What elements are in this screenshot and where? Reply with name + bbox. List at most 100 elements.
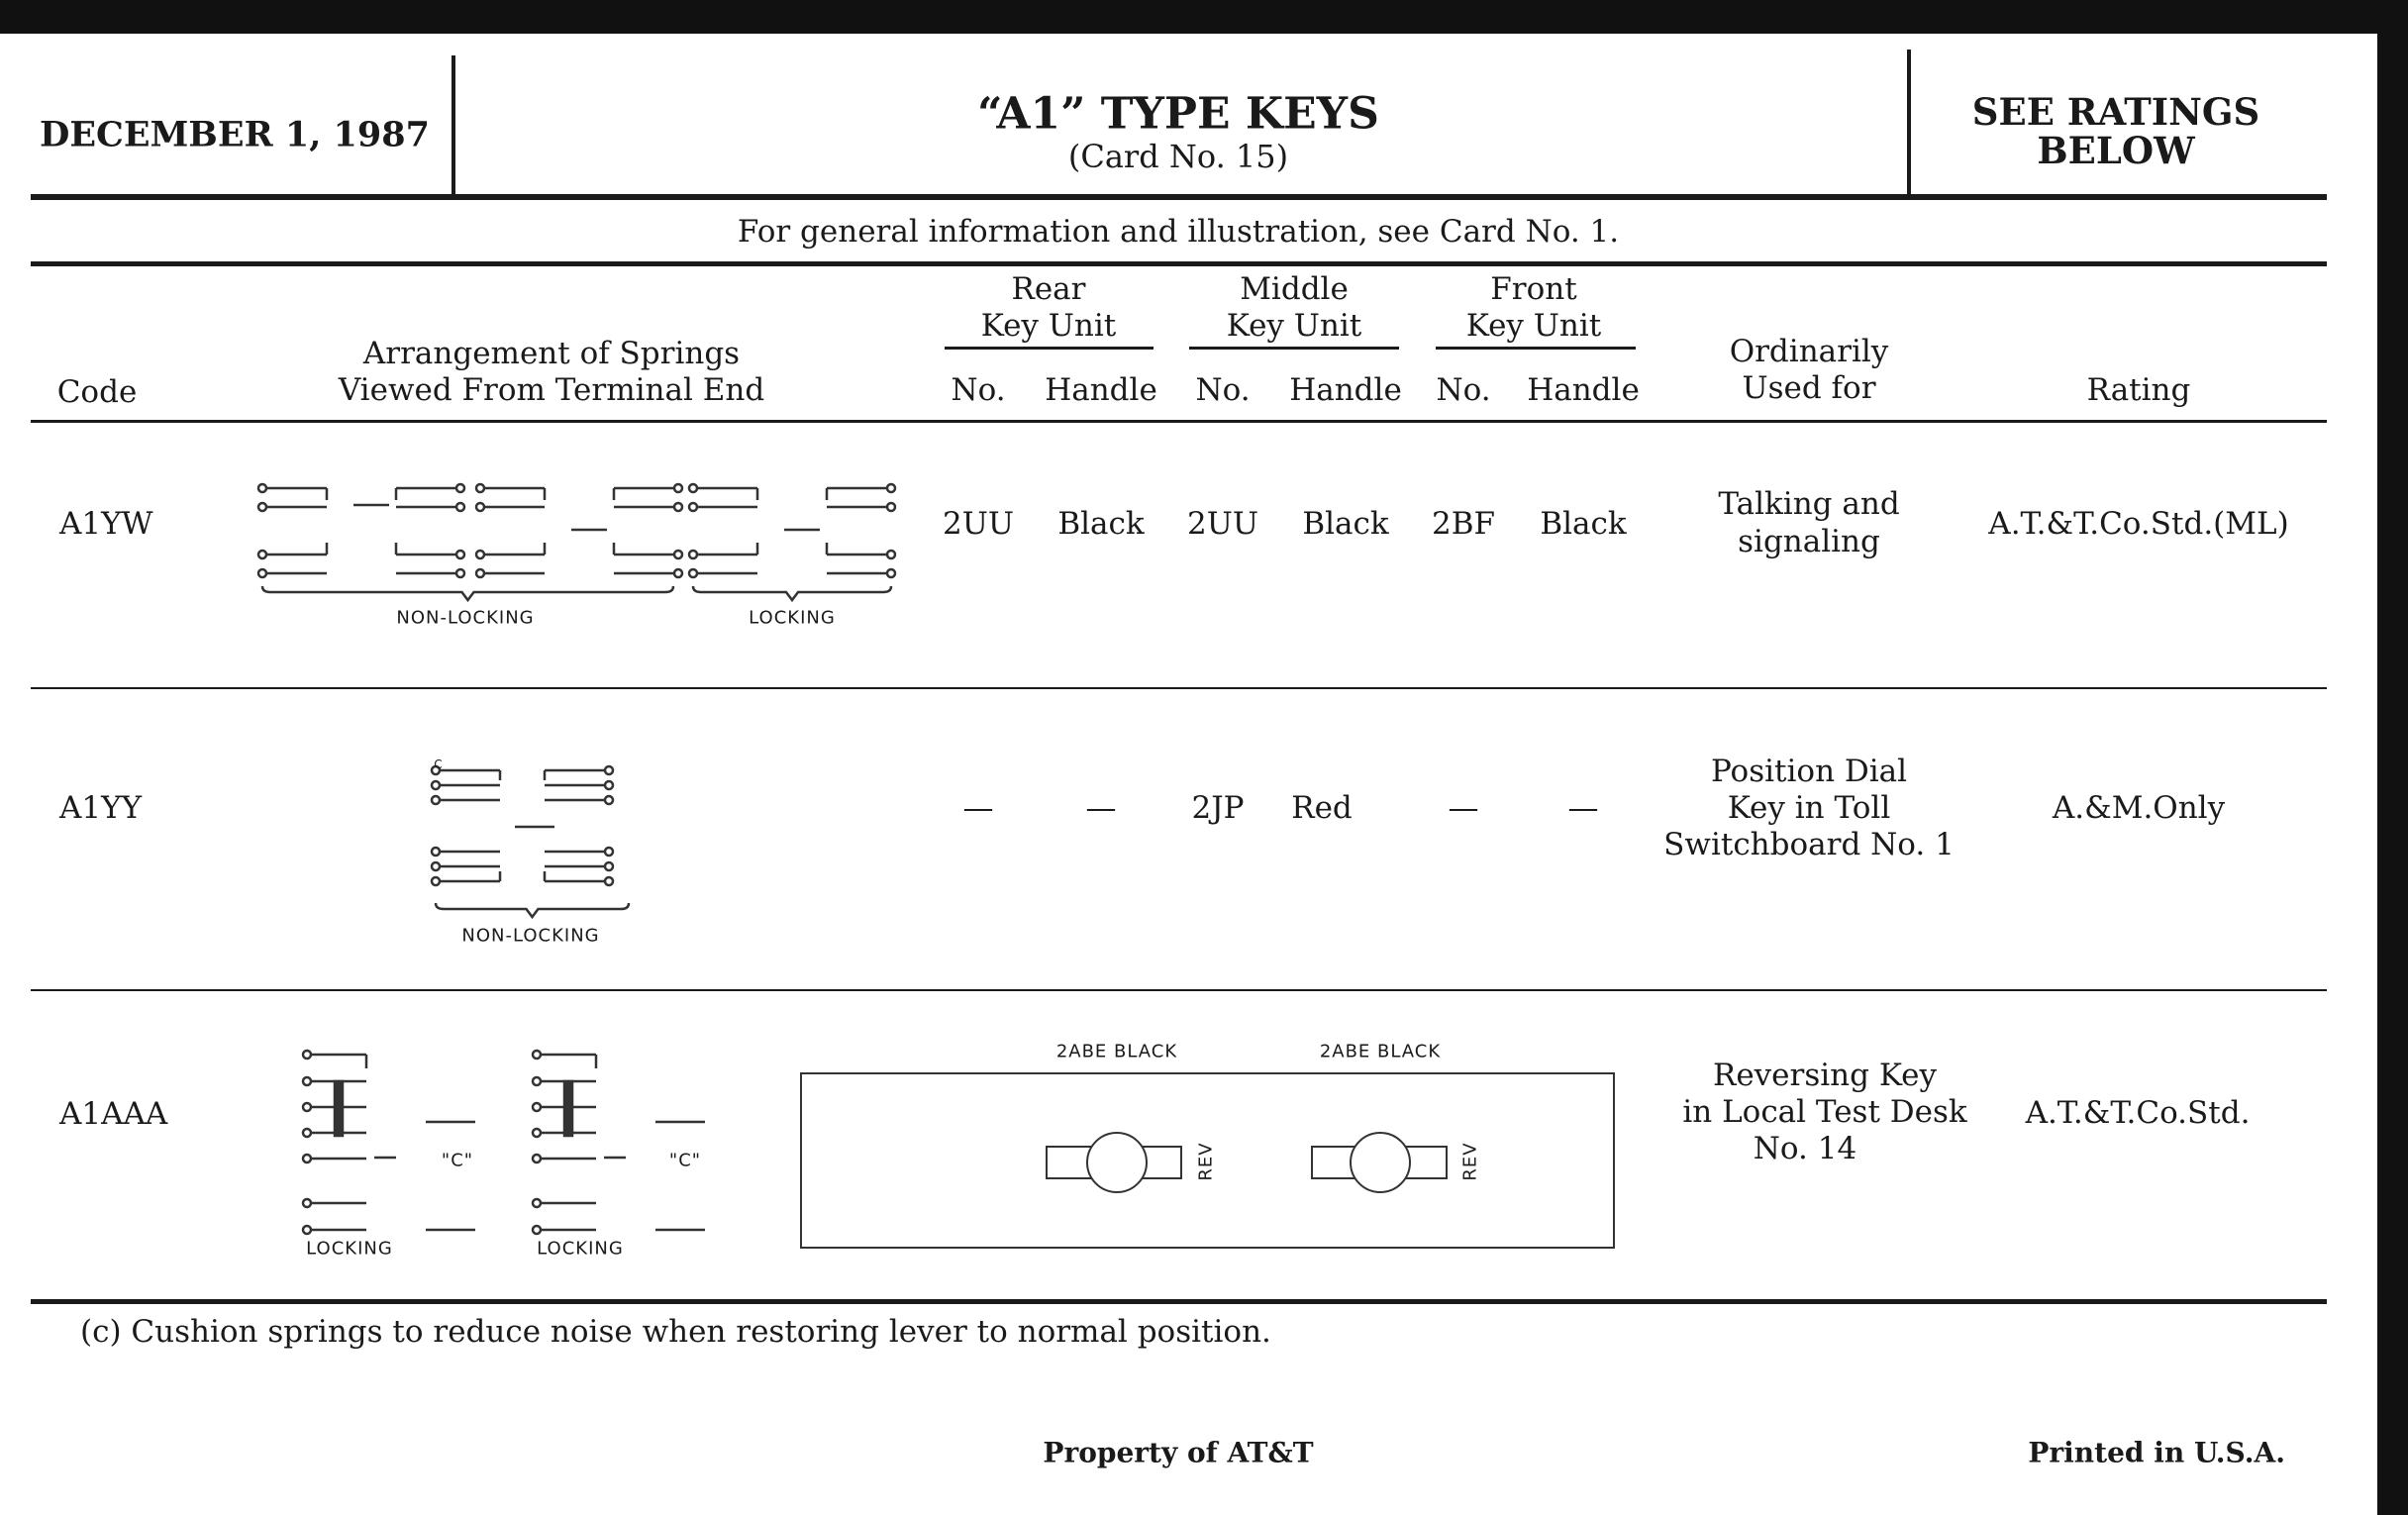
spring-terminal <box>474 549 486 560</box>
spring-diagram-a1yw <box>256 482 897 603</box>
col-rear-no: No. <box>951 372 1006 408</box>
col-front-1: Front <box>1490 271 1577 307</box>
spring-terminal <box>531 1049 543 1060</box>
spring-terminal <box>430 794 442 806</box>
col-rear-handle: Handle <box>1045 372 1157 408</box>
spring-terminal <box>885 482 897 494</box>
label-locking: LOCKING <box>749 607 836 629</box>
ratings-note-2: BELOW <box>2037 129 2195 172</box>
col-front-no: No. <box>1436 372 1491 408</box>
col-rear-2: Key Unit <box>980 308 1117 344</box>
spring-terminal <box>301 1075 313 1087</box>
spring-terminal <box>531 1127 543 1139</box>
middle-handle: Black <box>1302 506 1389 542</box>
used-for: Talking and <box>1718 486 1900 522</box>
label-locking: LOCKING <box>537 1238 624 1260</box>
spring-terminal <box>454 549 466 560</box>
key-label: 2ABE BLACK <box>1055 1041 1178 1062</box>
header-rule <box>31 194 2327 200</box>
used-for: Position Dial <box>1710 754 1908 789</box>
spring-terminal <box>474 501 486 513</box>
col-middle-1: Middle <box>1240 271 1349 307</box>
rev-label: REV <box>1459 1142 1481 1181</box>
spring-terminal <box>603 794 615 806</box>
used-for: No. 14 <box>1753 1131 1857 1166</box>
col-code: Code <box>56 374 138 410</box>
col-middle-2: Key Unit <box>1226 308 1362 344</box>
rear-no: — <box>962 790 994 826</box>
spring-terminal <box>474 567 486 579</box>
middle-no: 2UU <box>1187 506 1258 542</box>
front-handle: — <box>1567 790 1599 826</box>
row-rule <box>31 687 2327 689</box>
spring-terminal <box>885 549 897 560</box>
row-code: A1AAA <box>59 1096 168 1132</box>
spring-terminal <box>885 567 897 579</box>
spring-terminal <box>301 1153 313 1164</box>
col-arrangement-2: Viewed From Terminal End <box>338 372 765 408</box>
rear-no: 2UU <box>943 506 1014 542</box>
col-front-handle: Handle <box>1527 372 1640 408</box>
front-underline <box>1436 347 1636 350</box>
spring-terminal <box>301 1197 313 1209</box>
rear-handle: Black <box>1057 506 1145 542</box>
spring-terminal <box>454 501 466 513</box>
spring-terminal <box>531 1153 543 1164</box>
spring-terminal <box>885 501 897 513</box>
col-used-1: Ordinarily <box>1729 334 1889 369</box>
spring-terminal <box>531 1224 543 1236</box>
spring-terminal <box>672 501 684 513</box>
spring-terminal <box>531 1197 543 1209</box>
spring-terminal <box>672 482 684 494</box>
card-title: “A1” TYPE KEYS <box>977 88 1379 140</box>
brace <box>260 585 675 603</box>
front-handle: Black <box>1540 506 1627 542</box>
col-middle-no: No. <box>1195 372 1251 408</box>
spring-terminal <box>256 549 268 560</box>
subtitle-rule <box>31 261 2327 266</box>
spring-terminal <box>603 846 615 858</box>
rating: A.T.&T.Co.Std. <box>2025 1095 2251 1131</box>
subtitle: For general information and illustration… <box>737 214 1620 250</box>
col-rear-1: Rear <box>1011 271 1086 307</box>
spring-terminal <box>603 860 615 872</box>
row-code: A1YW <box>59 506 153 542</box>
spring-terminal <box>531 1101 543 1113</box>
spring-terminal <box>603 875 615 887</box>
middle-underline <box>1189 347 1399 350</box>
spring-terminal <box>256 501 268 513</box>
row-code: A1YY <box>59 790 143 826</box>
middle-handle: Red <box>1291 790 1353 826</box>
spring-terminal <box>531 1075 543 1087</box>
label-c: C <box>434 758 444 771</box>
spring-terminal <box>430 779 442 791</box>
used-for: signaling <box>1738 524 1880 559</box>
spring-terminal <box>301 1224 313 1236</box>
spring-terminal <box>687 501 699 513</box>
brace <box>434 902 631 920</box>
row-rule <box>31 989 2327 991</box>
label-non-locking: NON-LOCKING <box>396 607 535 629</box>
front-no: 2BF <box>1431 506 1496 542</box>
col-used-2: Used for <box>1742 370 1876 406</box>
spring-terminal <box>256 567 268 579</box>
rating: A.T.&T.Co.Std.(ML) <box>1988 506 2289 542</box>
spring-terminal <box>430 875 442 887</box>
rear-underline <box>945 347 1154 350</box>
spring-terminal <box>454 482 466 494</box>
footer-property: Property of AT&T <box>1043 1436 1314 1469</box>
label-cushion: "C" <box>441 1150 474 1171</box>
rear-handle: — <box>1085 790 1117 826</box>
spring-terminal <box>687 549 699 560</box>
spring-terminal <box>687 482 699 494</box>
scan-right-border <box>2377 0 2408 1515</box>
ratings-note-1: SEE RATINGS <box>1971 90 2260 134</box>
key-label: 2ABE BLACK <box>1319 1041 1442 1062</box>
key-handle-icon <box>1046 1132 1182 1193</box>
col-middle-handle: Handle <box>1289 372 1402 408</box>
header-divider-left <box>452 55 455 197</box>
col-front-2: Key Unit <box>1465 308 1602 344</box>
middle-no: 2JP <box>1191 790 1245 826</box>
spring-terminal <box>301 1101 313 1113</box>
spring-diagram-a1yy <box>430 764 631 920</box>
